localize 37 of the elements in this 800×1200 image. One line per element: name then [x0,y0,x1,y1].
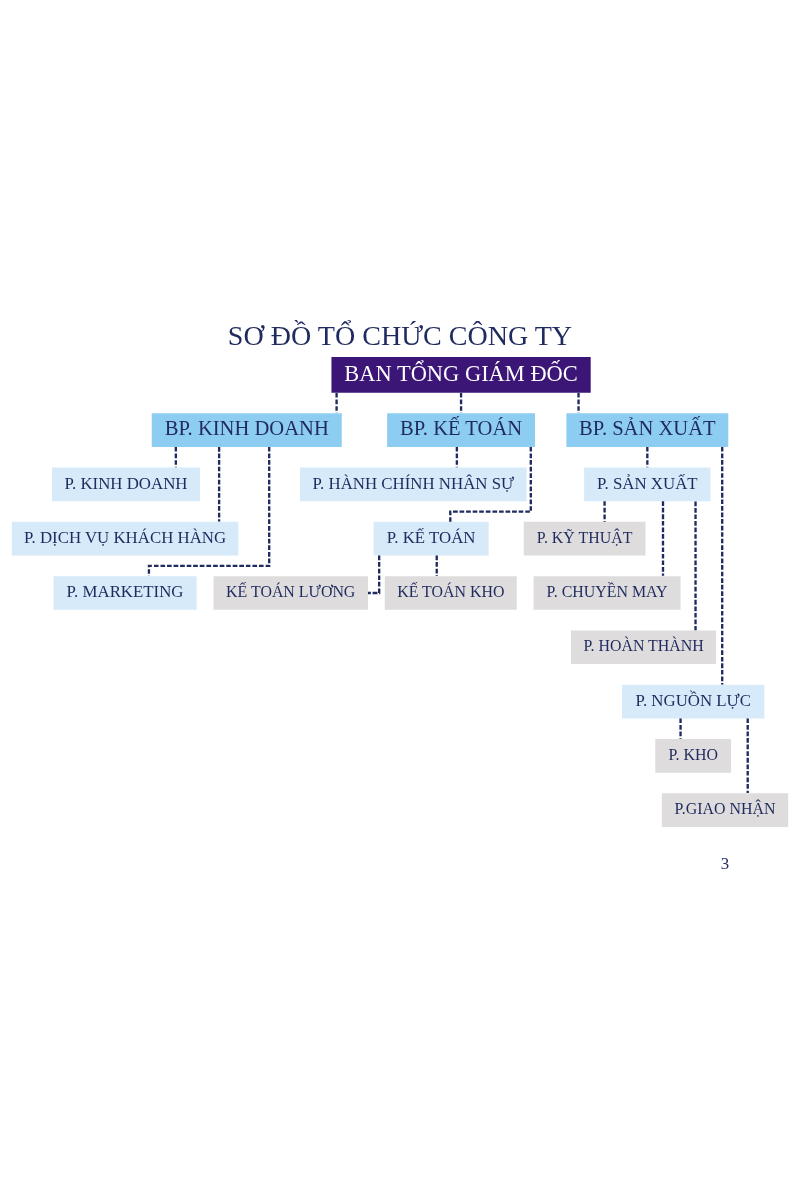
diagram-title: SƠ ĐỒ TỔ CHỨC CÔNG TY [227,319,573,351]
node-box: P. HOÀN THÀNH [571,630,717,665]
connector [174,447,177,468]
connector [459,393,463,413]
connector [694,501,697,631]
node-box: P. HÀNH CHÍNH NHÂN SỰ [300,467,527,502]
node-box: BP. KINH DOANH [151,413,342,447]
node-box: P. KHO [655,739,732,773]
connector [449,447,532,522]
connector [746,718,749,793]
connector [721,447,724,685]
node-box: BP. SẢN XUẤT [566,413,729,447]
connector [455,447,459,468]
node-box: P. KẾ TOÁN [373,521,489,556]
connector [367,555,381,595]
label: 3 [720,853,730,873]
node-box: P. KỸ THUẬT [523,521,646,556]
node-box: P. MARKETING [53,576,197,610]
connector [217,447,221,522]
node-box: P. KINH DOANH [52,467,200,502]
node-box: P. DỊCH VỤ KHÁCH HÀNG [11,521,239,556]
node-box: KẾ TOÁN LƯƠNG [213,576,368,610]
connector [147,447,271,576]
node-box: BAN TỔNG GIÁM ĐỐC [331,357,591,393]
connector [603,501,606,522]
connector [646,447,649,468]
connector [661,501,665,576]
connector [679,718,682,739]
connector [435,555,438,576]
node-box: BP. KẾ TOÁN [387,413,535,447]
node-box: P. NGUỒN LỰC [622,684,765,719]
node-box: KẾ TOÁN KHO [384,576,517,610]
node-box: P. CHUYỀN MAY [533,576,681,610]
node-box: P.GIAO NHẬN [661,793,789,827]
connector [335,393,338,413]
connector [577,393,580,413]
node-box: P. SẢN XUẤT [584,467,711,502]
